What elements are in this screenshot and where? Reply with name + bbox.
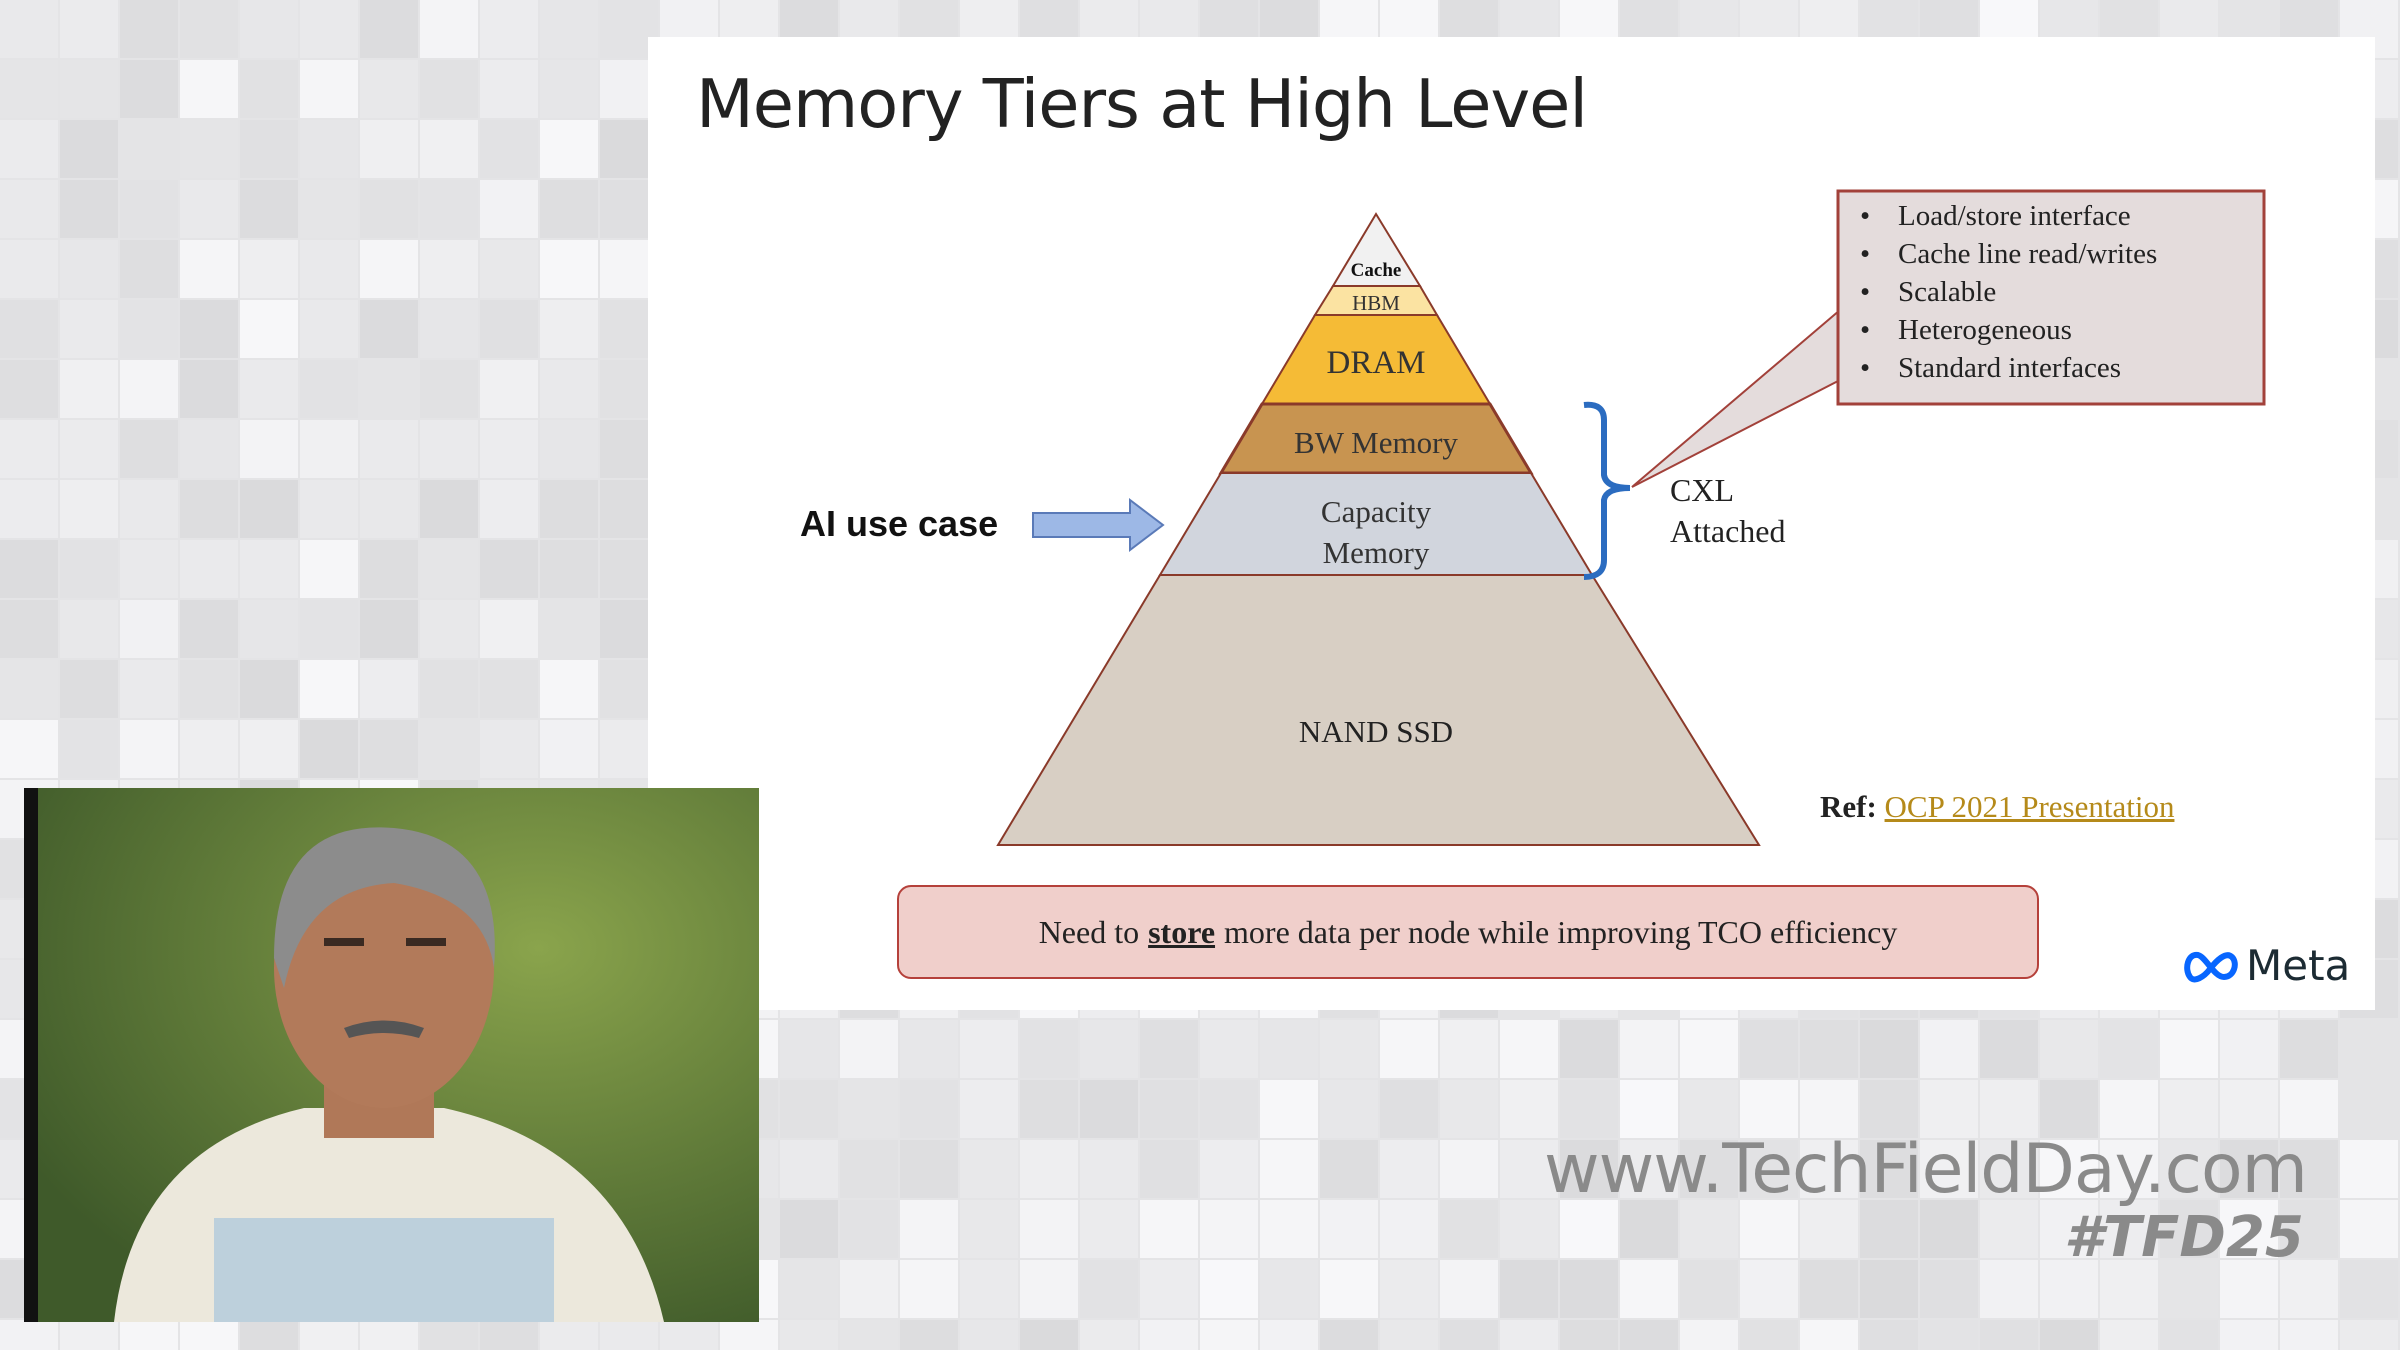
banner-text: Need to (1038, 913, 1140, 950)
banner-text: more data per node while improving TCO e… (1224, 913, 1898, 950)
arrow-icon (1032, 497, 1165, 553)
banner-bold: store (1148, 913, 1216, 950)
list-item: Heterogeneous (1860, 311, 2157, 349)
tier-label: Memory (1323, 535, 1430, 570)
callout-pointer (1631, 307, 1841, 488)
tier-label: HBM (1352, 291, 1400, 315)
cxl-text: CXL (1670, 472, 1734, 508)
cxl-features-list: Load/store interface Cache line read/wri… (1860, 197, 2157, 387)
tier-label: Capacity (1321, 494, 1432, 529)
ref-link[interactable]: OCP 2021 Presentation (1884, 789, 2175, 824)
list-item: Cache line read/writes (1860, 235, 2157, 273)
list-item: Scalable (1860, 273, 2157, 311)
attached-text: Attached (1670, 513, 1786, 549)
slide-title: Memory Tiers at High Level (696, 65, 1588, 143)
meta-logo: Meta (2184, 941, 2350, 990)
cxl-attached-label: CXL Attached (1670, 470, 1786, 552)
tier-label: DRAM (1326, 345, 1425, 381)
list-item: Standard interfaces (1860, 349, 2157, 387)
speaker-video (24, 788, 759, 1322)
cxl-bracket (1583, 401, 1631, 580)
tier-label: NAND SSD (1299, 714, 1453, 749)
watermark-hashtag: #TFD25 (2064, 1205, 2304, 1270)
tier-label: Cache (1351, 260, 1402, 281)
ai-use-case-label: AI use case (800, 503, 999, 544)
presentation-slide: Memory Tiers at High Level Cache HBM DRA… (648, 37, 2375, 1010)
reference: Ref: OCP 2021 Presentation (1820, 789, 2174, 825)
list-item: Load/store interface (1860, 197, 2157, 235)
tco-banner: Need to store more data per node while i… (897, 885, 2039, 979)
meta-wordmark: Meta (2246, 941, 2351, 990)
tier-nand-ssd (996, 574, 1761, 846)
tier-label: BW Memory (1294, 425, 1458, 460)
speaker-webcam (24, 788, 759, 1322)
watermark-url: www.TechFieldDay.com (1544, 1130, 2308, 1209)
ref-label: Ref: (1820, 789, 1877, 824)
meta-infinity-icon (2184, 951, 2238, 982)
